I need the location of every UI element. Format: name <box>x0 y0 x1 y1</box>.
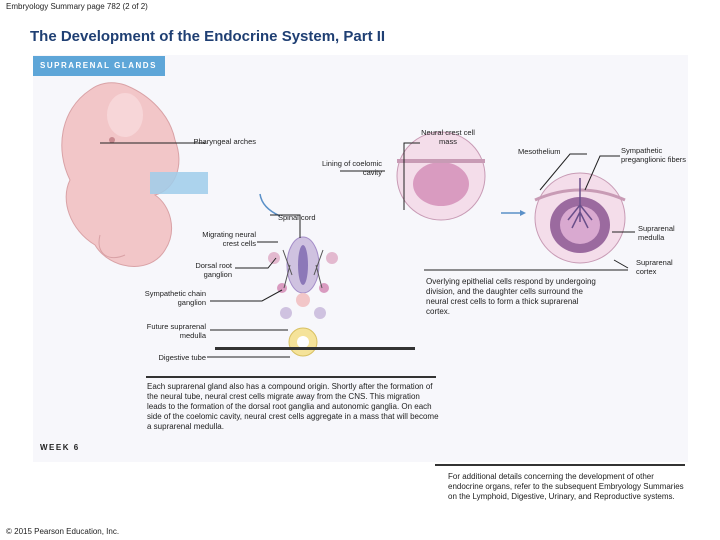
label-neural-crest-cell-mass: Neural crest cell mass <box>421 128 475 146</box>
label-pharyngeal-arches: Pharyngeal arches <box>193 137 256 146</box>
label-dorsal-root-ganglion: Dorsal root ganglion <box>195 261 232 279</box>
label-digestive-tube: Digestive tube <box>158 353 206 362</box>
overlying-cells-text: Overlying epithelial cells respond by un… <box>426 277 596 316</box>
neural-tube-section <box>268 236 338 357</box>
header-caption: Embryology Summary page 782 (2 of 2) <box>6 2 148 11</box>
label-lining-coelomic-cavity: Lining of coelomic cavity <box>321 159 382 177</box>
label-suprarenal-medulla: Suprarenal medulla <box>638 224 675 242</box>
embryo-illustration <box>61 82 208 267</box>
copyright: © 2015 Pearson Education, Inc. <box>6 527 120 536</box>
leader-lines <box>100 142 635 358</box>
section-tab: SUPRARENAL GLANDS <box>33 56 165 76</box>
label-sympathetic-preganglionic-fibers: Sympathetic preganglionic fibers <box>621 146 687 164</box>
label-mesothelium: Mesothelium <box>518 147 561 156</box>
cross-section-late <box>534 172 626 264</box>
cross-section-early <box>396 131 486 221</box>
week-label: WEEK 6 <box>40 443 80 452</box>
label-future-suprarenal-medulla: Future suprarenal medulla <box>146 322 206 340</box>
label-spinal-cord: Spinal cord <box>278 213 316 222</box>
label-sympathetic-chain-ganglion: Sympathetic chain ganglion <box>144 289 206 307</box>
label-suprarenal-cortex: Suprarenal cortex <box>636 258 673 276</box>
page-title: The Development of the Endocrine System,… <box>30 28 386 45</box>
main-paragraph: Each suprarenal gland also has a compoun… <box>147 382 439 431</box>
label-migrating-neural-crest-cells: Migrating neural crest cells <box>202 230 256 248</box>
additional-details-note: For additional details concerning the de… <box>448 472 684 501</box>
